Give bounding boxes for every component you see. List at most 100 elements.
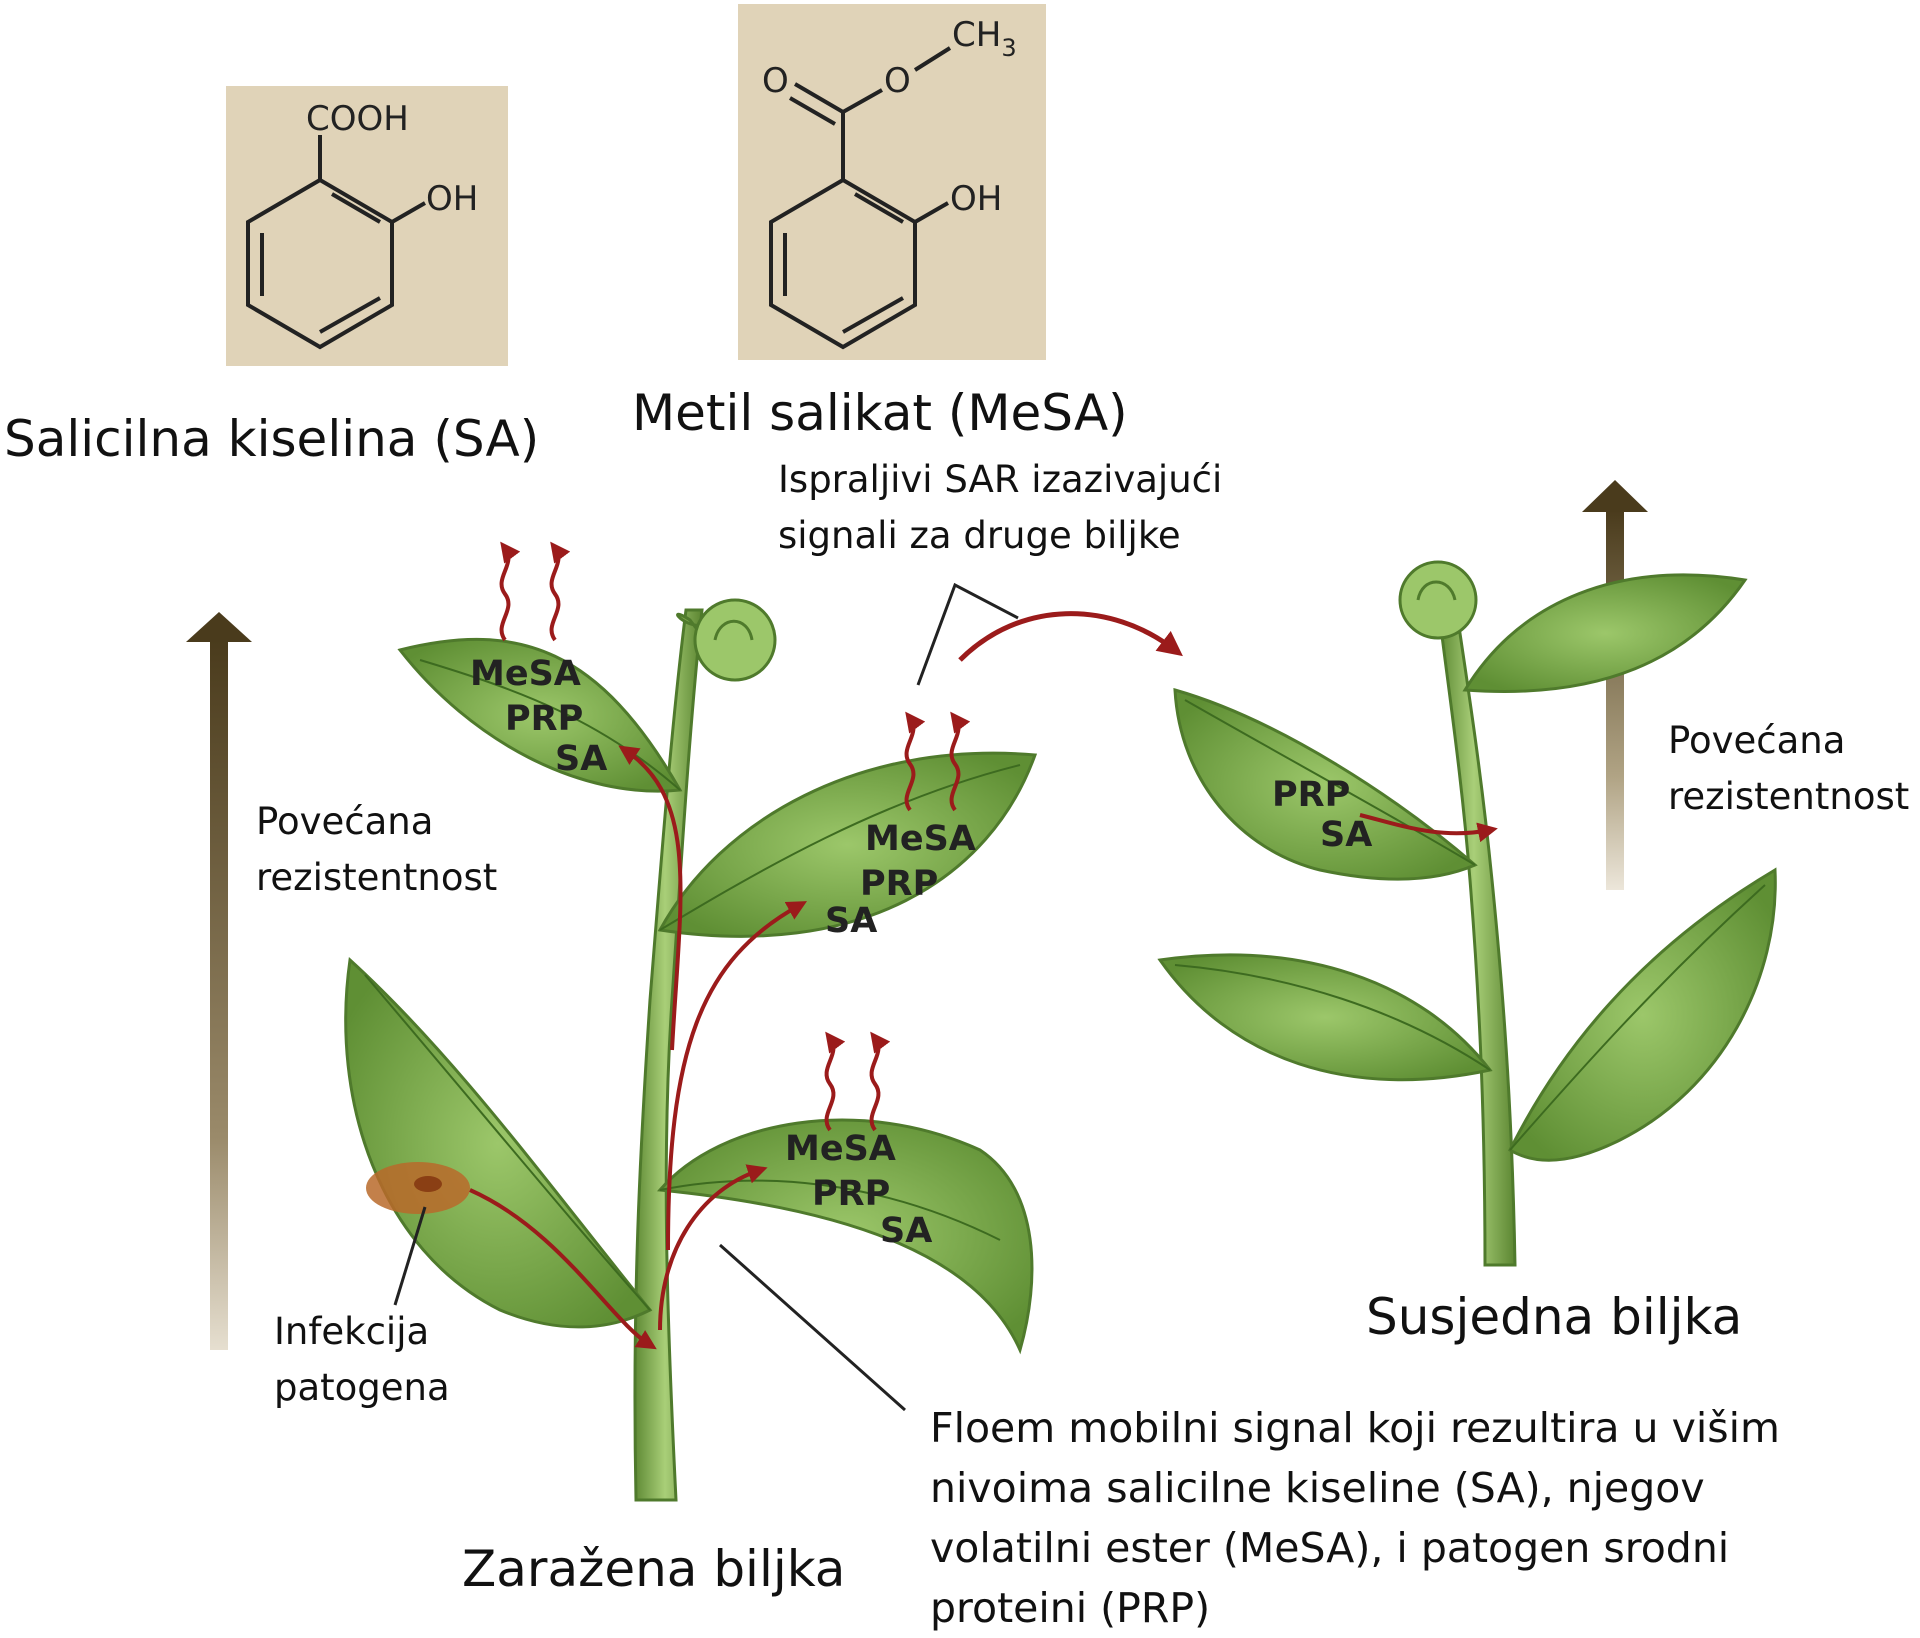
middle-leaf-label-3: SA — [825, 901, 877, 941]
resistance-right-line: rezistentnost — [1668, 775, 1910, 818]
resistance-right-label: Povećana rezistentnost — [1668, 713, 1909, 825]
mesa-molecule-name: Metil salikat (MeSA) — [632, 384, 1128, 442]
resistance-left-line: rezistentnost — [256, 856, 498, 899]
resistance-arrow-right-shaft — [1606, 510, 1624, 890]
neighbor-leaf-label-2: SA — [1320, 815, 1372, 855]
signal-arrow-to-top-leaf — [618, 745, 683, 1051]
lower-leaf-label-3: SA — [880, 1211, 932, 1251]
top-leaf — [397, 638, 683, 793]
phloem-signal-line: nivoima salicilne kiseline (SA), njegov — [930, 1464, 1705, 1512]
signal-arrow-to-lower-leaf — [658, 1164, 768, 1331]
resistance-arrow-left-head — [186, 612, 252, 642]
sa-oh-bond — [391, 201, 426, 224]
phloem-signal-arrows — [469, 745, 808, 1350]
mesa-double-bond — [853, 192, 905, 224]
neighbor-leaf-label-1: PRP — [1272, 775, 1350, 815]
mesa-c-o-double — [788, 96, 837, 126]
volatile-signals-top-leaf — [499, 541, 571, 642]
volatile-signals-line: signali za druge biljke — [778, 514, 1181, 557]
volatile-wave — [499, 541, 521, 642]
volatile-wave — [949, 711, 971, 812]
airborne-signal-arrow — [958, 611, 1183, 662]
lower-leaf-vein — [659, 1179, 1001, 1241]
volatile-signals-line: Ispraljivi SAR izazivajući — [778, 458, 1223, 501]
top-leaf-label-1: MeSA — [470, 654, 581, 694]
volatile-wave — [824, 1031, 846, 1132]
lower-leaf-label-1: MeSA — [785, 1129, 896, 1169]
phloem-signal-line: volatilni ester (MeSA), i patogen srodni — [930, 1524, 1730, 1572]
mesa-c-o-double — [793, 82, 845, 114]
mesa-oh-label: OH — [950, 179, 1002, 219]
volatile-wave — [549, 541, 571, 642]
neighbor-lower-left-leaf — [1157, 953, 1493, 1082]
neighbor-upper-right-leaf — [1462, 573, 1748, 694]
volatile-signals-lower-leaf — [824, 1031, 891, 1132]
neighbor-lower-right-leaf-vein — [1509, 884, 1766, 1151]
infected-leaf — [344, 956, 653, 1329]
neighbor-signal-arrow — [1359, 813, 1498, 843]
sa-double-bond — [330, 192, 382, 224]
resistance-arrow-right-head — [1582, 480, 1648, 512]
infection-leader-line — [393, 1206, 427, 1306]
neighbor-lower-left-leaf-vein — [1174, 964, 1491, 1071]
volatile-signals-middle-leaf — [904, 711, 971, 812]
neighbor-plant-stem — [1438, 618, 1517, 1267]
sa-oh-label: OH — [426, 179, 478, 219]
middle-leaf-vein — [659, 764, 1021, 931]
mesa-o-right-label: O — [884, 61, 911, 101]
mesa-double-bond — [842, 296, 904, 334]
infection-label: Infekcija patogena — [274, 1304, 450, 1416]
middle-leaf-label-2: PRP — [860, 864, 938, 904]
infected-leaf-vein — [364, 974, 651, 1311]
infected-plant-stem — [633, 608, 704, 1502]
resistance-arrow-right — [1582, 480, 1648, 890]
signal-arrow-to-middle-leaf — [666, 901, 808, 1251]
mesa-ester-bond — [842, 88, 883, 114]
infection-line: Infekcija — [274, 1310, 430, 1353]
phloem-signal-label: Floem mobilni signal koji rezultira u vi… — [930, 1398, 1780, 1638]
middle-leaf — [657, 751, 1038, 938]
volatile-wave — [904, 711, 926, 812]
sa-cooh-label: COOH — [306, 99, 409, 139]
top-leaf-label-2: PRP — [505, 699, 583, 739]
neighbor-lower-right-leaf — [1508, 867, 1777, 1162]
middle-leaf-label-1: MeSA — [865, 819, 976, 859]
mesa-o-left-label: O — [762, 61, 789, 101]
mesa-oh-bond — [914, 201, 949, 224]
phloem-signal-line: Floem mobilni signal koji rezultira u vi… — [930, 1404, 1780, 1452]
volatile-leader-line — [916, 582, 1019, 686]
mesa-methyl-label: CH3 — [952, 15, 1017, 62]
sa-structure — [226, 86, 508, 366]
infection-line: patogena — [274, 1366, 450, 1409]
infected-plant-bud — [693, 598, 777, 682]
infected-plant — [344, 598, 1038, 1502]
volatile-signals-label: Ispraljivi SAR izazivajući signali za dr… — [778, 452, 1222, 564]
resistance-arrow-left — [186, 612, 252, 1350]
neighbor-plant-title: Susjedna biljka — [1366, 1288, 1743, 1346]
volatile-wave — [869, 1031, 891, 1132]
resistance-left-line: Povećana — [256, 800, 434, 843]
infection-spot-core — [414, 1176, 442, 1192]
infected-plant-title: Zaražena biljka — [462, 1540, 846, 1598]
top-leaf-vein — [419, 659, 681, 791]
sa-molecule-name: Salicilna kiselina (SA) — [4, 410, 540, 468]
neighbor-plant-bud-curl — [1416, 580, 1457, 601]
lower-leaf-label-2: PRP — [812, 1174, 890, 1214]
phloem-signal-line: proteini (PRP) — [930, 1584, 1211, 1632]
mesa-structure-box — [738, 4, 1046, 360]
mesa-methyl-bond — [913, 46, 952, 72]
infected-plant-bud-curl — [713, 619, 754, 641]
resistance-left-label: Povećana rezistentnost — [256, 794, 498, 906]
neighbor-plant-bud — [1398, 560, 1478, 640]
signal-arrow-infection-to-stem — [469, 1188, 657, 1350]
resistance-right-line: Povećana — [1668, 719, 1846, 762]
resistance-arrow-left-shaft — [210, 640, 228, 1350]
sa-double-bond — [319, 296, 381, 334]
phloem-leader-line — [719, 1243, 906, 1412]
neighbor-plant — [1157, 560, 1777, 1267]
neighbor-labeled-leaf-vein — [1184, 699, 1476, 866]
top-leaf-label-3: SA — [555, 739, 607, 779]
mesa-structure — [738, 4, 1046, 360]
